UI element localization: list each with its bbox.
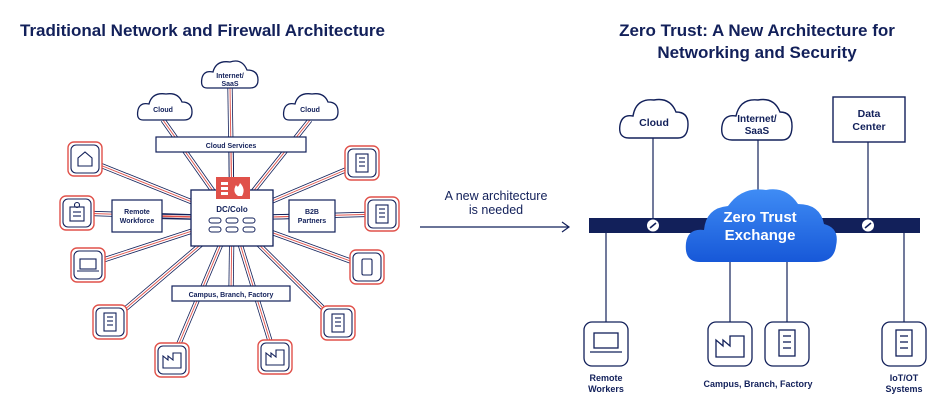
- right-tile-office: [764, 321, 810, 367]
- left-dc-label: DC/Colo: [216, 205, 248, 214]
- left-cloud-right-node: Cloud: [282, 93, 339, 121]
- right-datacenter-label-2: Center: [852, 121, 885, 133]
- zte-label-2: Exchange: [725, 227, 796, 244]
- home-icon: [77, 151, 93, 167]
- site-tile-factory-1: [154, 342, 190, 378]
- left-campus-label: Campus, Branch, Factory: [189, 292, 274, 299]
- factory-icon: [162, 352, 182, 369]
- factory-icon: [715, 335, 745, 358]
- left-remote-label-2: Workforce: [120, 218, 155, 225]
- office-building-icon: [355, 153, 369, 173]
- office-building-icon: [375, 204, 389, 224]
- right-iot-label-1: IoT/OT: [890, 373, 919, 383]
- left-internet-label-2: SaaS: [221, 81, 238, 88]
- left-remote-label-1: Remote: [124, 209, 150, 216]
- zscaler-logo-icon: [647, 219, 874, 232]
- right-title-line-2: Networking and Security: [657, 43, 857, 62]
- left-dc-colo-node: DC/Colo: [190, 177, 274, 247]
- transition-arrow: A new architecture is needed: [420, 189, 571, 233]
- right-tile-iot: [881, 321, 927, 367]
- left-cloud-services-bar: Cloud Services: [155, 136, 307, 153]
- right-iot-label-2: Systems: [885, 384, 922, 394]
- site-tile-home: [67, 141, 103, 177]
- laptop-icon: [590, 332, 622, 353]
- left-b2b-partners-node: B2B Partners: [288, 199, 336, 233]
- site-tile-phone: [349, 249, 385, 285]
- right-cloud-node: Cloud: [619, 98, 689, 139]
- office-building-icon: [331, 313, 345, 333]
- office-building-icon: [778, 329, 796, 357]
- site-tile-bottom-2: [320, 305, 356, 341]
- factory-icon: [265, 349, 285, 366]
- site-tile-badge: [59, 195, 95, 231]
- office-building-icon: [895, 329, 913, 357]
- site-tile-right-top: [344, 145, 380, 181]
- right-connectors: [605, 138, 905, 322]
- left-cloud-right-label: Cloud: [300, 107, 320, 114]
- right-campus-label: Campus, Branch, Factory: [703, 379, 812, 389]
- laptop-icon: [77, 258, 99, 272]
- site-tile-bottom-1: [92, 304, 128, 340]
- left-b2b-label-2: Partners: [298, 218, 327, 225]
- left-cloud-left-node: Cloud: [136, 93, 193, 121]
- left-internet-node: Internet/ SaaS: [200, 60, 259, 89]
- right-datacenter-node: Data Center: [832, 96, 906, 143]
- right-remote-label-2: Workers: [588, 384, 624, 394]
- arrow-right-icon: [561, 221, 571, 233]
- left-campus-bar: Campus, Branch, Factory: [171, 285, 291, 302]
- right-remote-label-1: Remote: [589, 373, 622, 383]
- right-datacenter-label-1: Data: [858, 108, 881, 120]
- left-title: Traditional Network and Firewall Archite…: [20, 21, 385, 40]
- left-remote-workforce-node: Remote Workforce: [111, 199, 163, 233]
- right-internet-label-2: SaaS: [745, 126, 770, 137]
- transition-caption-1: A new architecture: [445, 189, 548, 203]
- left-cloud-left-label: Cloud: [153, 107, 173, 114]
- right-internet-node: Internet/ SaaS: [721, 98, 793, 141]
- phone-icon: [361, 258, 373, 276]
- right-tile-factory: [707, 321, 753, 367]
- zte-label-1: Zero Trust: [723, 209, 796, 226]
- building-badge-icon: [69, 201, 85, 222]
- left-cloud-services-label: Cloud Services: [206, 143, 257, 150]
- right-cloud-label: Cloud: [639, 117, 669, 129]
- site-tile-right-mid: [364, 196, 400, 232]
- left-b2b-label-1: B2B: [305, 209, 319, 216]
- right-internet-label-1: Internet/: [737, 114, 777, 125]
- office-building-icon: [103, 312, 117, 332]
- right-tile-remote: [583, 321, 629, 367]
- transition-caption-2: is needed: [469, 203, 523, 217]
- site-tile-factory-2: [257, 339, 293, 375]
- right-title-line-1: Zero Trust: A New Architecture for: [619, 21, 895, 40]
- server-icon: [208, 217, 256, 233]
- zero-trust-exchange-node: Zero Trust Exchange: [685, 189, 837, 262]
- left-internet-label-1: Internet/: [216, 73, 244, 80]
- site-tile-laptop: [70, 247, 106, 283]
